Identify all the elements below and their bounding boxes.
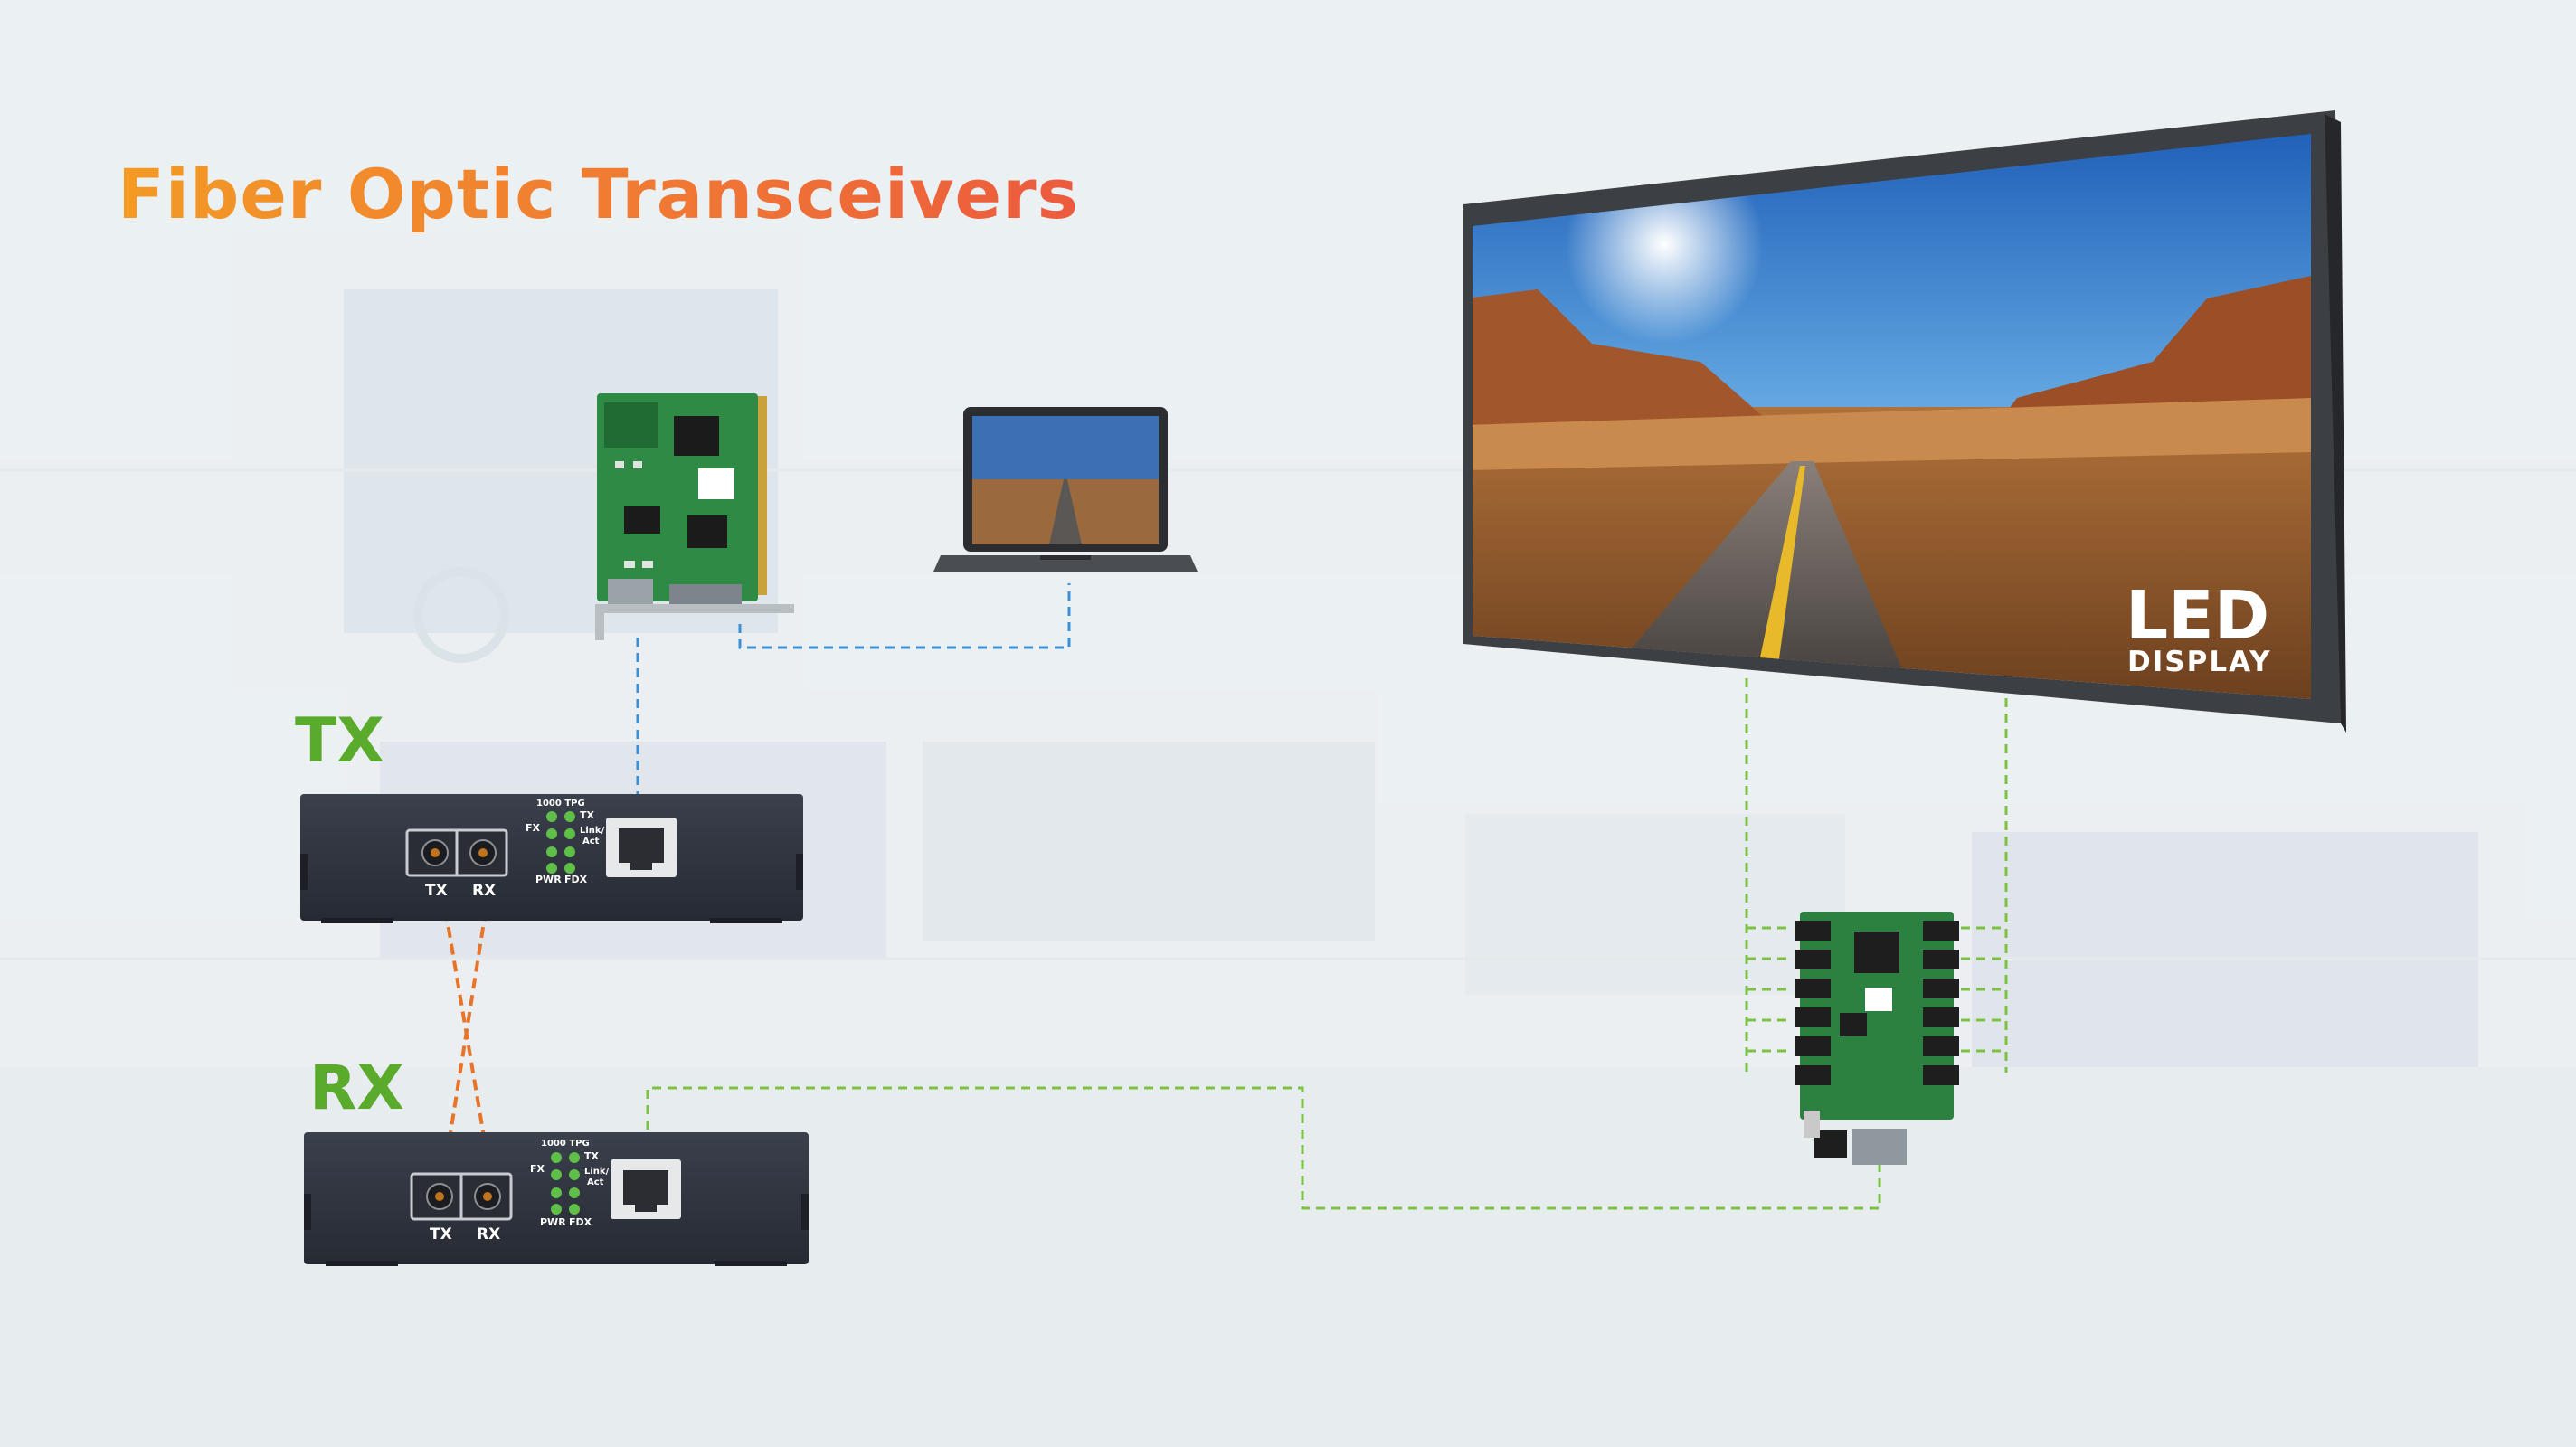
rx-port-rx-label: RX: [477, 1225, 500, 1244]
rx-unit-label: RX: [309, 1053, 404, 1124]
rx-led-act-label: Act: [587, 1177, 604, 1187]
ethernet-cable-card-to-laptop: [738, 583, 1071, 649]
rx-port-tx-label: TX: [430, 1225, 452, 1244]
sending-card-icon: [595, 393, 794, 640]
rx-led-fx-label: FX: [530, 1163, 545, 1175]
tx-led-fdx-label: FDX: [564, 874, 588, 885]
tx-led-tx-label: TX: [580, 809, 595, 821]
rx-led-link-label: Link/: [584, 1167, 610, 1177]
rx-led-pwr-label: PWR: [540, 1216, 566, 1228]
tx-unit-label: TX: [295, 705, 384, 777]
led-display-screen-icon: LED DISPLAY: [1463, 110, 2346, 733]
laptop-icon: [933, 407, 1198, 572]
rx-led-tx-label: TX: [584, 1150, 600, 1162]
tx-led-act-label: Act: [582, 837, 600, 846]
tx-speed-label: 1000 TPG: [536, 799, 585, 809]
tx-port-tx-label: TX: [425, 882, 448, 900]
rx-transceiver-icon: TX RX 1000 TPG FX TX Link/ Act PWR FDX: [304, 1132, 809, 1266]
tx-led-pwr-label: PWR: [535, 874, 562, 885]
tx-transceiver-icon: TX RX 1000 TPG FX TX Link/ Act PWR FDX: [300, 794, 803, 923]
rx-speed-label: 1000 TPG: [541, 1139, 590, 1149]
display-caption-label: DISPLAY: [2127, 646, 2272, 678]
tx-led-link-label: Link/: [580, 826, 605, 836]
tx-led-fx-label: FX: [526, 822, 541, 834]
display-led-label: LED: [2126, 577, 2269, 655]
rx-led-fdx-label: FDX: [569, 1216, 592, 1228]
network-cable-rx-to-receiving-card: [646, 1086, 1881, 1210]
receiving-card-icon: [1795, 912, 1959, 1165]
tx-port-rx-label: RX: [472, 882, 496, 900]
page-title: Fiber Optic Transceivers: [118, 154, 1079, 234]
